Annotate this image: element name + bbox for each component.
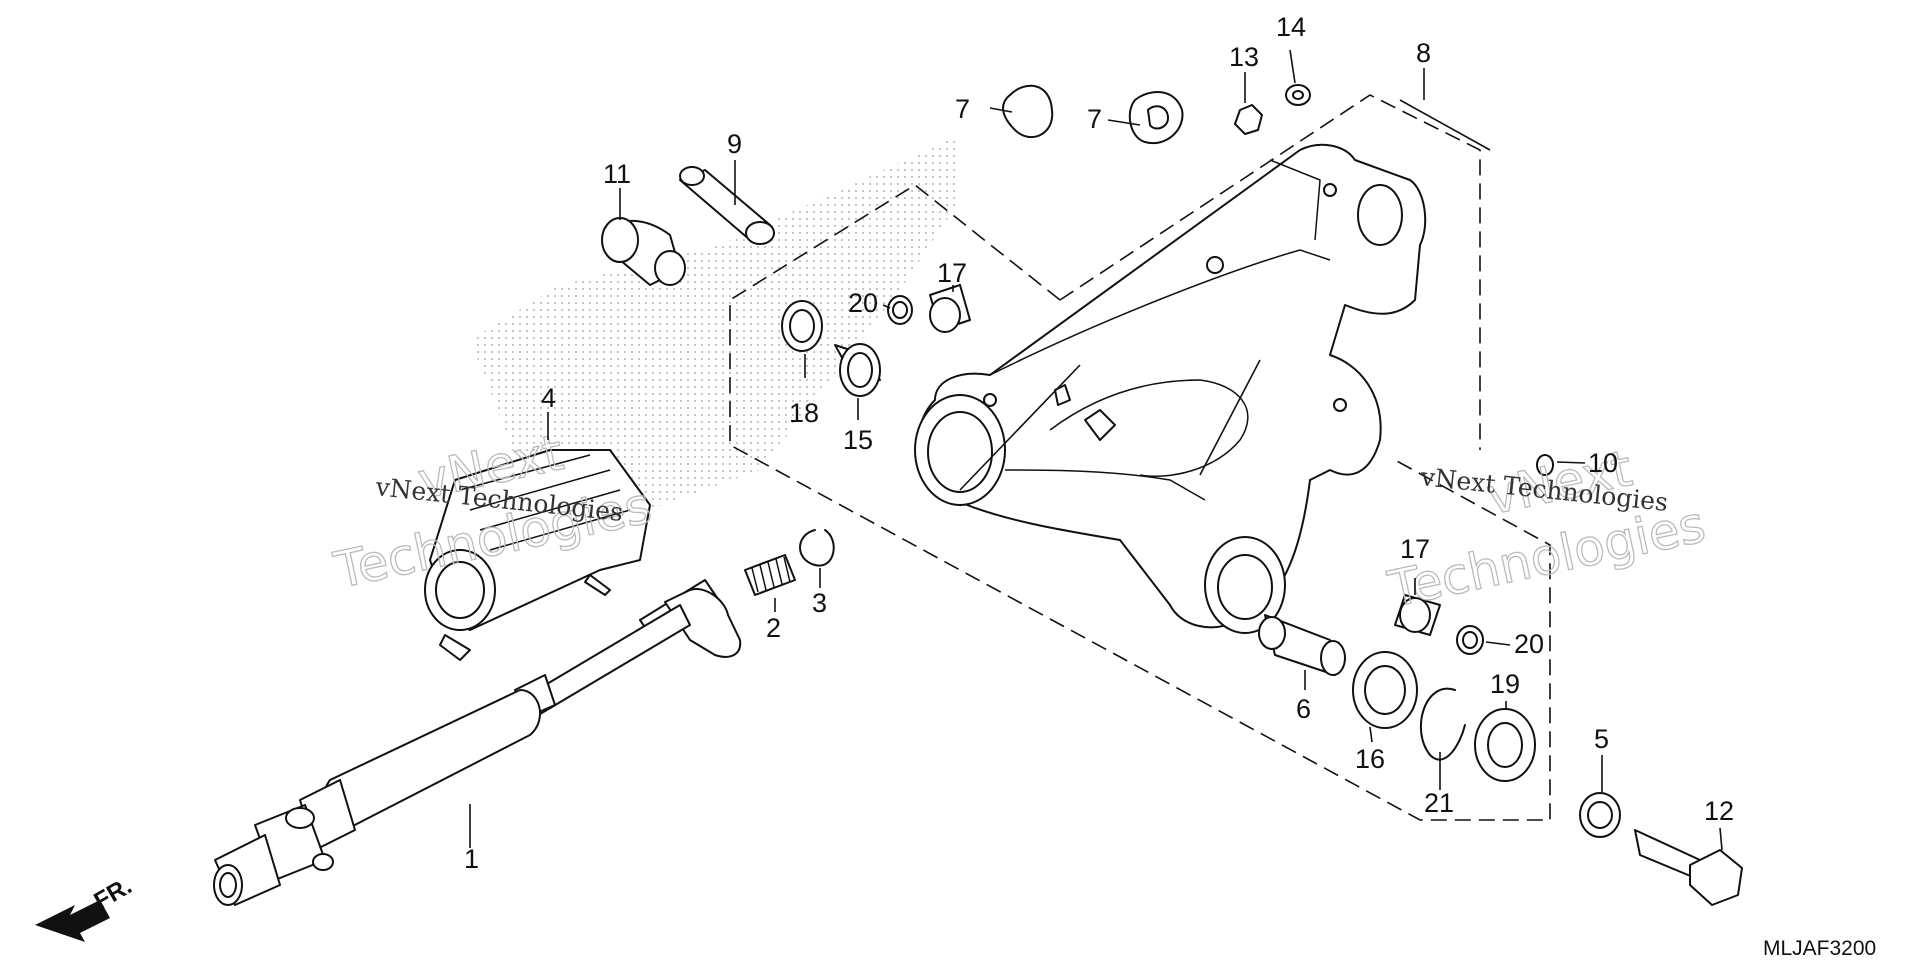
- part-16-bearing: [1352, 651, 1418, 729]
- callout-4: 4: [541, 383, 556, 413]
- part-18-seal: [781, 300, 823, 352]
- callout-12: 12: [1704, 796, 1734, 826]
- callout-8: 8: [1416, 38, 1431, 68]
- callout-7a: 7: [955, 94, 970, 124]
- front-direction-arrow: FR.: [35, 872, 136, 942]
- callout-13: 13: [1229, 42, 1259, 72]
- callout-15: 15: [843, 425, 873, 455]
- callout-17a: 17: [937, 258, 967, 288]
- callout-20b: 20: [1514, 629, 1544, 659]
- part-7-grommet-b: [1128, 90, 1184, 145]
- callout-2: 2: [766, 613, 781, 643]
- part-10-plug: [1536, 454, 1554, 476]
- part-17-bearing-b: [1394, 594, 1441, 636]
- part-2-spring: [744, 554, 796, 596]
- part-15-bearing: [834, 343, 881, 397]
- diagram-code: MLJAF3200: [1763, 937, 1876, 960]
- callout-7b: 7: [1087, 104, 1102, 134]
- part-14-washer: [1285, 84, 1311, 106]
- part-13-nut: [1234, 104, 1263, 135]
- callout-14: 14: [1276, 12, 1306, 42]
- callout-19: 19: [1490, 669, 1520, 699]
- part-20-ring-b: [1456, 625, 1484, 655]
- part-1-drive-shaft: [213, 579, 742, 906]
- callout-10: 10: [1588, 448, 1618, 478]
- callout-1: 1: [464, 844, 479, 874]
- callouts: 1 2 3 4 5 6 7 7 8 9 10 11 12 13 14 15 16…: [464, 12, 1734, 874]
- part-21-snap-ring: [1420, 687, 1466, 761]
- part-3-circlip: [799, 529, 835, 567]
- part-6-sleeve: [1258, 614, 1346, 676]
- part-17-bearing-a: [929, 284, 971, 333]
- callout-20a: 20: [848, 288, 878, 318]
- callout-6: 6: [1296, 694, 1311, 724]
- part-20-ring-a: [887, 295, 913, 325]
- callout-17b: 17: [1400, 534, 1430, 564]
- watermark-right: vNext Technologies: [1382, 439, 1711, 620]
- part-12-bolt: [1634, 829, 1743, 906]
- leader-lines: [469, 49, 1723, 851]
- part-5-collar: [1579, 792, 1621, 838]
- callout-9: 9: [727, 129, 742, 159]
- callout-11: 11: [603, 159, 631, 189]
- part-11-bolt: [601, 217, 686, 286]
- part-7-grommet-a: [1002, 84, 1054, 139]
- callout-3: 3: [812, 588, 827, 618]
- callout-5: 5: [1594, 724, 1609, 754]
- callout-21: 21: [1424, 788, 1454, 818]
- part-4-boot: [424, 449, 651, 661]
- part-19-seal: [1474, 708, 1536, 782]
- callout-18: 18: [789, 398, 819, 428]
- part-9-pin: [679, 166, 775, 245]
- shading-region: [470, 135, 960, 520]
- callout-16: 16: [1355, 744, 1385, 774]
- part-8-swingarm: [914, 143, 1427, 634]
